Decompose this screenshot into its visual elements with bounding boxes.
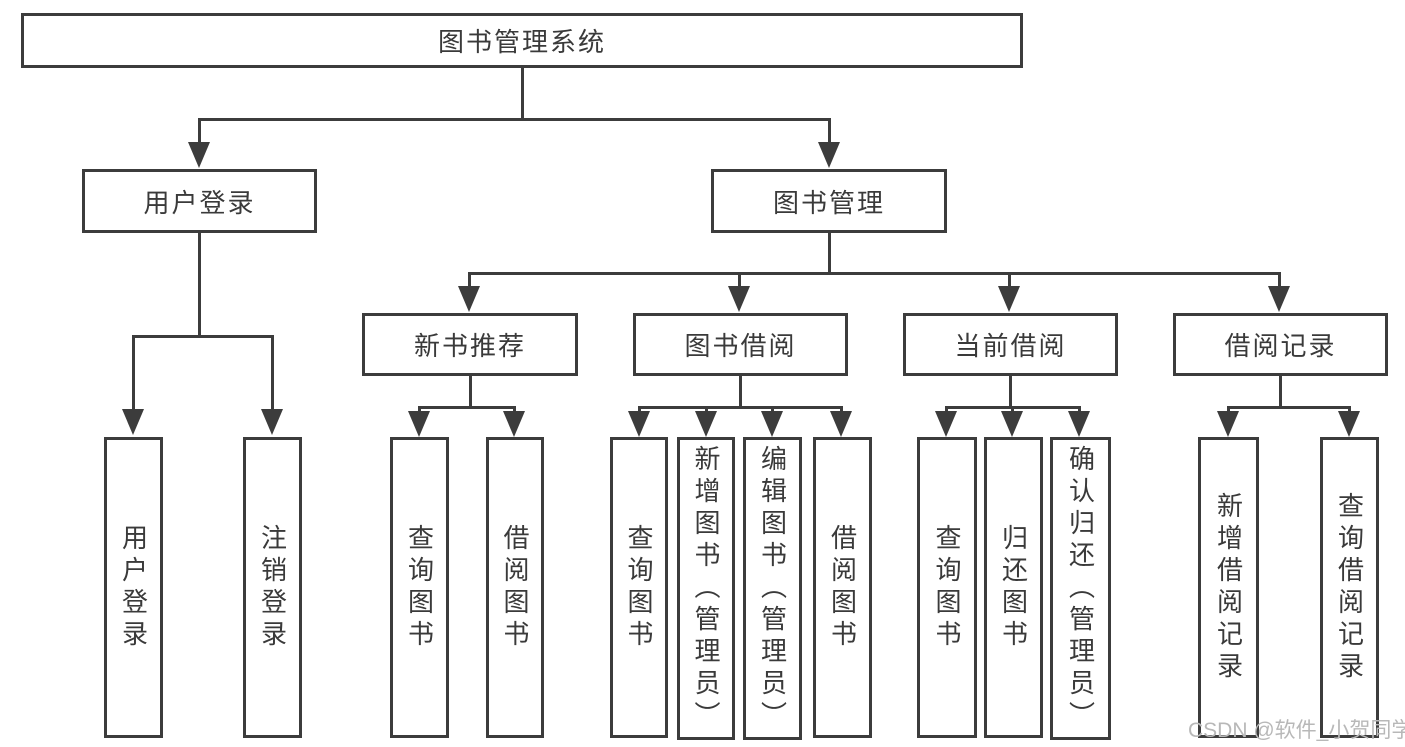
csdn-watermark: CSDN @软件_小贺同学 bbox=[1188, 719, 1405, 742]
connector-line bbox=[418, 406, 421, 414]
node-book-management: 图书管理 bbox=[711, 169, 947, 233]
arrow-down-icon bbox=[1001, 411, 1023, 437]
leaf-query-books-recommend-label: 查询图书 bbox=[404, 523, 435, 652]
arrow-down-icon bbox=[1268, 286, 1290, 312]
leaf-confirm-return-admin: 确认归还（管理员） bbox=[1050, 437, 1111, 740]
arrow-down-icon bbox=[503, 411, 525, 437]
connector-line bbox=[638, 406, 843, 409]
leaf-borrow-books-label: 借阅图书 bbox=[827, 523, 858, 652]
connector-line bbox=[198, 118, 201, 146]
arrow-down-icon bbox=[1217, 411, 1239, 437]
leaf-query-books-current-label: 查询图书 bbox=[932, 523, 962, 652]
connector-line bbox=[132, 335, 135, 411]
node-current-borrow: 当前借阅 bbox=[903, 313, 1118, 376]
node-new-book-recommend: 新书推荐 bbox=[362, 313, 578, 376]
leaf-add-books-admin-label: 新增图书（管理员） bbox=[691, 444, 721, 733]
arrow-down-icon bbox=[458, 286, 480, 312]
leaf-query-borrow-record: 查询借阅记录 bbox=[1320, 437, 1379, 738]
connector-line bbox=[469, 376, 472, 408]
arrow-down-icon bbox=[818, 142, 840, 168]
node-book-borrow-label: 图书借阅 bbox=[684, 331, 797, 361]
leaf-return-books: 归还图书 bbox=[984, 437, 1043, 738]
leaf-borrow-books: 借阅图书 bbox=[813, 437, 872, 738]
leaf-query-borrow-record-label: 查询借阅记录 bbox=[1334, 491, 1365, 684]
leaf-user-login: 用户登录 bbox=[104, 437, 163, 738]
arrow-down-icon bbox=[1338, 411, 1360, 437]
connector-line bbox=[1278, 272, 1281, 288]
node-borrow-records: 借阅记录 bbox=[1173, 313, 1388, 376]
leaf-query-books-borrow-label: 查询图书 bbox=[624, 523, 654, 652]
arrow-down-icon bbox=[935, 411, 957, 437]
arrow-down-icon bbox=[830, 411, 852, 437]
node-root-label: 图书管理系统 bbox=[437, 27, 606, 57]
connector-line bbox=[1348, 406, 1351, 414]
connector-line bbox=[638, 406, 641, 414]
connector-line bbox=[771, 406, 774, 414]
connector-line bbox=[468, 272, 1281, 275]
leaf-query-books-borrow: 查询图书 bbox=[610, 437, 668, 738]
leaf-add-borrow-record: 新增借阅记录 bbox=[1198, 437, 1259, 738]
connector-line bbox=[468, 272, 471, 288]
node-book-borrow: 图书借阅 bbox=[633, 313, 848, 376]
connector-line bbox=[945, 406, 948, 414]
connector-line bbox=[513, 406, 516, 414]
node-user-login: 用户登录 bbox=[82, 169, 317, 233]
arrow-down-icon bbox=[761, 411, 783, 437]
leaf-borrow-books-recommend: 借阅图书 bbox=[486, 437, 544, 738]
leaf-logout: 注销登录 bbox=[243, 437, 302, 738]
leaf-borrow-books-recommend-label: 借阅图书 bbox=[500, 523, 530, 652]
leaf-return-books-label: 归还图书 bbox=[998, 523, 1029, 652]
connector-line bbox=[705, 406, 708, 414]
node-book-management-label: 图书管理 bbox=[772, 187, 885, 218]
connector-line bbox=[521, 68, 524, 120]
connector-line bbox=[1279, 376, 1282, 408]
connector-line bbox=[1227, 406, 1351, 409]
arrow-down-icon bbox=[261, 409, 283, 435]
connector-line bbox=[1009, 376, 1012, 408]
arrow-down-icon bbox=[122, 409, 144, 435]
connector-line bbox=[840, 406, 843, 414]
leaf-edit-books-admin: 编辑图书（管理员） bbox=[743, 437, 802, 740]
leaf-confirm-return-admin-label: 确认归还（管理员） bbox=[1065, 444, 1096, 733]
arrow-down-icon bbox=[188, 142, 210, 168]
arrow-down-icon bbox=[695, 411, 717, 437]
connector-line bbox=[1078, 406, 1081, 414]
node-borrow-records-label: 借阅记录 bbox=[1224, 331, 1337, 361]
leaf-add-borrow-record-label: 新增借阅记录 bbox=[1213, 491, 1244, 684]
leaf-logout-label: 注销登录 bbox=[257, 523, 288, 652]
connector-line bbox=[1008, 272, 1011, 288]
arrow-down-icon bbox=[1068, 411, 1090, 437]
leaf-add-books-admin: 新增图书（管理员） bbox=[677, 437, 735, 740]
connector-line bbox=[1227, 406, 1230, 414]
node-root: 图书管理系统 bbox=[21, 13, 1023, 68]
connector-line bbox=[198, 233, 201, 337]
arrow-down-icon bbox=[628, 411, 650, 437]
connector-line bbox=[828, 118, 831, 146]
leaf-query-books-current: 查询图书 bbox=[917, 437, 977, 738]
connector-line bbox=[828, 233, 831, 274]
connector-line bbox=[132, 335, 274, 338]
connector-line bbox=[738, 272, 741, 288]
leaf-query-books-recommend: 查询图书 bbox=[390, 437, 449, 738]
connector-line bbox=[198, 118, 831, 121]
arrow-down-icon bbox=[998, 286, 1020, 312]
node-new-book-recommend-label: 新书推荐 bbox=[413, 331, 526, 361]
leaf-user-login-label: 用户登录 bbox=[118, 523, 149, 652]
connector-line bbox=[739, 376, 742, 408]
connector-line bbox=[1011, 406, 1014, 414]
node-user-login-label: 用户登录 bbox=[143, 187, 256, 218]
connector-line bbox=[271, 335, 274, 411]
arrow-down-icon bbox=[728, 286, 750, 312]
connector-line bbox=[418, 406, 516, 409]
leaf-edit-books-admin-label: 编辑图书（管理员） bbox=[757, 444, 788, 733]
node-current-borrow-label: 当前借阅 bbox=[954, 331, 1067, 361]
arrow-down-icon bbox=[408, 411, 430, 437]
